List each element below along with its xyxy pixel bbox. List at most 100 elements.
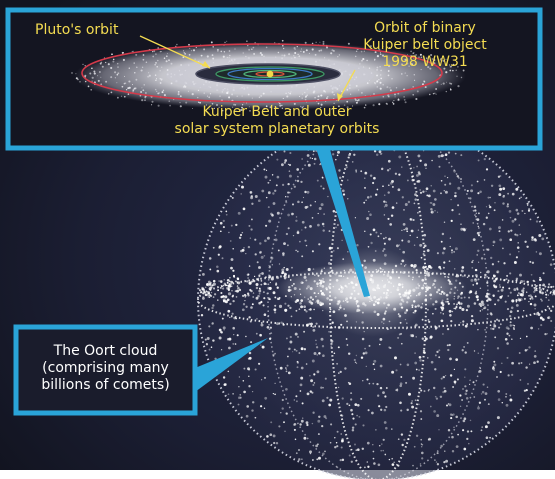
comet-dot [474,268,478,272]
comet-dot [372,444,374,446]
comet-dot [228,280,231,283]
comet-dot [400,376,403,378]
comet-dot [385,405,388,409]
belt-object-dot [116,62,119,65]
comet-dot [451,414,453,416]
comet-dot [447,403,450,405]
comet-dot [282,252,285,255]
comet-dot [511,219,515,223]
comet-dot [301,458,303,460]
comet-dot [489,196,491,199]
comet-dot [388,237,391,241]
comet-dot [342,193,346,196]
comet-dot [301,201,303,204]
comet-dot [425,190,427,192]
comet-dot [459,405,462,407]
comet-dot [335,442,338,444]
comet-dot [417,212,419,214]
comet-dot [337,150,340,154]
comet-dot [383,242,386,245]
comet-dot [318,415,321,419]
belt-object-dot [427,56,429,58]
comet-dot [510,306,514,310]
comet-dot [336,430,339,433]
comet-dot [347,198,349,200]
comet-dot [385,426,388,430]
binary-kbo-label-line-1: Orbit of binary [374,20,476,36]
comet-dot [488,205,492,209]
comet-dot [518,224,521,226]
comet-dot [414,399,417,402]
comet-dot [516,294,519,297]
comet-dot [534,284,536,286]
comet-dot [375,153,379,156]
comet-dot [354,423,357,426]
comet-dot [501,219,504,221]
comet-dot [391,463,395,466]
comet-dot [255,332,258,335]
belt-object-dot [248,106,250,108]
comet-dot [375,429,377,431]
comet-dot [540,299,543,302]
comet-dot [265,196,268,199]
comet-dot [336,362,339,365]
comet-dot [240,193,242,195]
belt-object-dot [184,52,187,55]
comet-dot [516,309,520,313]
comet-dot [203,288,205,291]
belt-object-dot [205,104,207,106]
comet-dot [472,259,474,262]
comet-dot [362,380,364,382]
belt-object-dot [260,53,264,56]
comet-dot [306,154,310,157]
comet-dot [419,410,423,413]
comet-dot [295,216,298,218]
comet-dot [539,292,542,294]
comet-dot [393,461,396,464]
comet-dot [249,237,252,239]
comet-dot [313,352,317,355]
comet-dot [249,191,253,194]
comet-dot [395,369,398,372]
comet-dot [489,436,491,439]
comet-dot [384,395,387,398]
comet-dot [270,421,273,424]
comet-dot [420,418,423,420]
comet-dot [482,383,485,386]
comet-dot [476,218,480,221]
comet-dot [534,350,537,352]
comet-dot [382,449,384,452]
belt-object-dot [210,41,213,44]
comet-dot [344,367,347,370]
belt-object-dot [355,84,358,87]
belt-object-dot [143,84,145,86]
comet-dot [436,252,439,255]
belt-object-dot [234,104,237,106]
comet-dot [509,324,513,327]
comet-dot [401,166,403,168]
comet-dot [229,316,231,319]
comet-dot [338,372,340,374]
comet-dot [434,368,437,371]
comet-dot [481,390,485,394]
belt-object-dot [84,74,87,77]
belt-object-dot [217,50,219,52]
comet-dot [541,287,544,290]
comet-dot [300,347,304,351]
comet-dot [405,381,408,384]
belt-object-dot [197,89,200,92]
belt-object-dot [432,92,435,95]
comet-dot [276,158,279,161]
comet-dot [321,424,324,428]
comet-dot [512,324,514,327]
comet-dot [517,292,520,295]
comet-dot [434,307,437,310]
belt-object-dot [220,50,223,53]
comet-dot [234,290,237,292]
comet-dot [448,403,452,407]
comet-dot [337,346,340,349]
belt-object-dot [212,46,214,48]
belt-object-dot [419,53,422,56]
binary-kbo-label: Orbit of binary Kuiper belt object 1998 … [345,20,505,71]
comet-dot [241,248,245,252]
